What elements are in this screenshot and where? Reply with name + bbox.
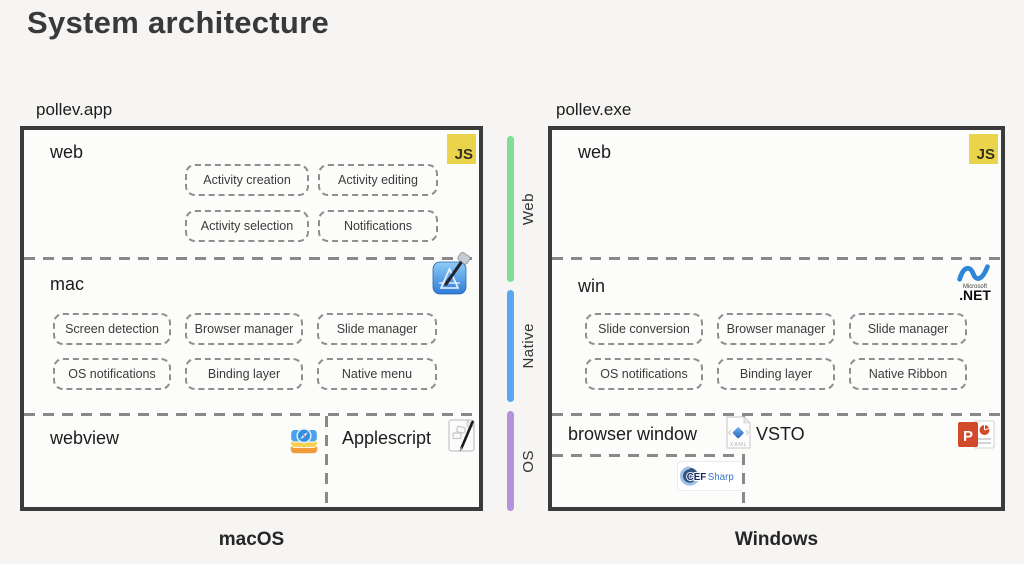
macos-app-label: pollev.app [36,100,113,119]
legend-native-label: Native [520,323,537,369]
browser-window-cefsharp-divider [552,454,742,457]
javascript-icon: JS [447,134,476,164]
webkit-icon [290,428,318,454]
windows-os-layer: browser window XAML CEF Sharp [552,416,1001,507]
chip-os-notifications: OS notifications [585,358,703,390]
windows-web-layer-label: web [578,142,612,162]
xaml-icon-text: XAML [730,442,747,448]
legend-os-bar [507,411,514,511]
chip-screen-detection: Screen detection [53,313,171,345]
chip-notifications: Notifications [318,210,438,242]
macos-web-modules: Activity creation Activity editing Activ… [185,164,438,242]
cefsharp-cef-text: CEF [687,472,707,483]
xaml-file-icon: XAML [726,416,751,449]
windows-web-layer: web JS [552,130,1001,257]
dotnet-icon: Microsoft .NET [957,264,991,303]
chip-native-ribbon: Native Ribbon [849,358,967,390]
macos-os-layer: webview Applescript [24,416,479,507]
windows-architecture-box: web JS win Microsoft .NET Slide conversi… [548,126,1005,511]
script-editor-icon [448,419,475,452]
windows-native-layer-label: win [578,276,606,296]
chip-binding-layer: Binding layer [717,358,835,390]
dotnet-net-text: .NET [959,287,991,303]
chip-slide-conversion: Slide conversion [585,313,703,345]
windows-native-modules: Slide conversion Browser manager Slide m… [585,313,967,390]
macos-platform-caption: macOS [218,529,285,550]
windows-native-os-divider [552,413,1001,416]
chip-os-notifications: OS notifications [53,358,171,390]
legend-native: Native [507,290,537,402]
windows-app-label: pollev.exe [556,100,632,119]
windows-web-native-divider [552,257,1001,260]
macos-os-cell-divider [325,416,328,507]
macos-web-layer: web JS Activity creation Activity editin… [24,130,479,257]
windows-native-layer: win Microsoft .NET Slide conversion Brow… [552,260,1001,413]
page-title: System architecture [27,5,330,40]
chip-slide-manager: Slide manager [849,313,967,345]
chip-native-menu: Native menu [317,358,437,390]
legend-web: Web [507,136,537,282]
macos-native-os-divider [24,413,479,416]
legend-os-label: OS [520,449,537,473]
legend-os: OS [507,411,537,511]
legend-native-bar [507,290,514,402]
chip-browser-manager: Browser manager [717,313,835,345]
powerpoint-p-text: P [963,428,973,445]
chip-activity-editing: Activity editing [318,164,438,196]
macos-web-layer-label: web [50,142,84,162]
macos-native-layer-label: mac [50,274,85,294]
chip-activity-creation: Activity creation [185,164,309,196]
cefsharp-logo: CEF Sharp [678,462,742,490]
macos-web-native-divider [24,257,479,260]
macos-native-layer: mac Screen detection Browser manager Sli… [24,252,479,413]
vsto-label: VSTO [756,424,805,444]
legend-web-label: Web [520,192,537,226]
cefsharp-icon: CEF Sharp [680,466,735,486]
macos-native-modules: Screen detection Browser manager Slide m… [53,313,437,390]
macos-architecture-box: web JS Activity creation Activity editin… [20,126,483,511]
xcode-icon [432,252,471,295]
legend-web-bar [507,136,514,282]
chip-slide-manager: Slide manager [317,313,437,345]
browser-window-label: browser window [568,424,698,444]
chip-browser-manager: Browser manager [185,313,303,345]
webview-label: webview [50,428,120,448]
javascript-icon: JS [969,134,998,164]
windows-platform-caption: Windows [734,529,819,550]
chip-activity-selection: Activity selection [185,210,309,242]
powerpoint-icon: P [958,420,995,449]
windows-os-cell-divider [742,416,745,507]
cefsharp-sharp-text: Sharp [708,472,735,483]
dotnet-microsoft-text: Microsoft [963,284,987,290]
applescript-label: Applescript [342,428,432,448]
chip-binding-layer: Binding layer [185,358,303,390]
